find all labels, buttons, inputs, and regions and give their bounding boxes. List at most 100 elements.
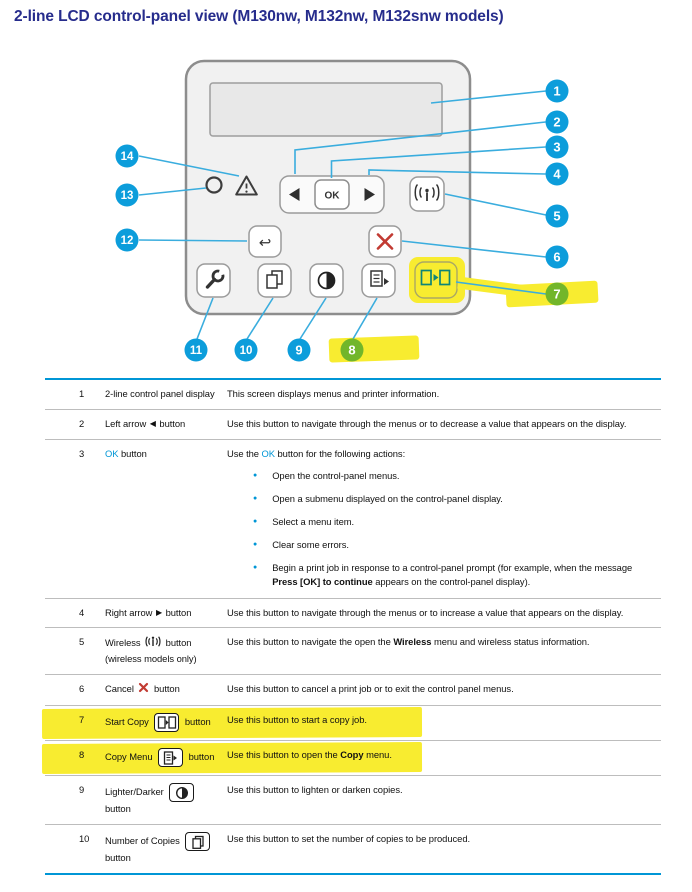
leader-line-2 (294, 121, 546, 174)
svg-text:9: 9 (295, 343, 302, 358)
leader-line-12 (138, 239, 248, 242)
bullet-icon: ● (253, 540, 258, 548)
table-row-4: 4 Right arrow ▶ button Use this button t… (45, 599, 661, 629)
ok-button-label: OK (325, 191, 341, 202)
control-panel: OK ↩ (184, 59, 472, 316)
cancel-x-icon (138, 682, 149, 697)
control-table: 1 2-line control panel display This scre… (45, 378, 661, 876)
control-name: Wireless button (wireless models only) (105, 636, 197, 665)
control-description: Use this button to lighten or darken cop… (227, 784, 403, 796)
back-icon: ↩ (259, 235, 272, 252)
svg-text:14: 14 (121, 151, 134, 163)
number-of-copies-icon (185, 832, 211, 852)
right-arrow-button (364, 188, 375, 201)
table-row-7: 7 Start Copy button Use this button to s… (45, 706, 661, 742)
row-number: 3 (79, 447, 85, 459)
svg-text:5: 5 (553, 209, 560, 224)
lighter-darker-button (309, 263, 344, 298)
lighter-darker-icon (169, 783, 195, 803)
svg-text:3: 3 (553, 140, 560, 155)
callout-12: 12 (115, 228, 139, 252)
callout-11: 11 (184, 338, 208, 362)
wireless-icon (414, 183, 440, 202)
bullet-icon: ● (253, 563, 258, 571)
leader-line-9 (299, 297, 327, 340)
stacked-pages-icon (266, 270, 283, 289)
control-description: Use this button to cancel a print job or… (227, 683, 514, 695)
control-name: Start Copy button (105, 713, 227, 733)
copy-menu-icon (370, 270, 389, 287)
svg-text:4: 4 (553, 167, 561, 182)
leader-line-8 (352, 297, 378, 340)
control-description: Use this button to navigate the open the… (227, 636, 590, 648)
copy-menu-button (361, 263, 396, 298)
table-row-9: 9 Lighter/Darker button Use this button … (45, 776, 661, 826)
number-of-copies-button (257, 263, 292, 298)
callout-5: 5 (545, 204, 569, 228)
control-description: Use this button to navigate through the … (227, 417, 627, 429)
row-number: 1 (79, 388, 85, 399)
control-description: Use this button to navigate through the … (227, 606, 624, 618)
bullet-item: ●Select a menu item. (253, 515, 355, 527)
start-copy-icon (420, 269, 451, 286)
table-row-1: 1 2-line control panel display This scre… (45, 380, 661, 410)
control-description: Use this button to start a copy job. (227, 714, 367, 726)
leader-lines (138, 90, 547, 340)
control-description: Use this button to set the number of cop… (227, 833, 471, 845)
row-number: 4 (79, 606, 85, 618)
control-description: This screen displays menus and printer i… (227, 388, 440, 399)
callout-8: 8 (340, 338, 364, 362)
callout-3: 3 (545, 135, 569, 159)
right-arrow-icon: ▶ (155, 607, 163, 617)
table-row-5: 5 Wireless button (wireless models only)… (45, 628, 661, 676)
row-number: 9 (79, 784, 85, 796)
bullet-list: ●Open the control-panel menus. ●Open a s… (227, 469, 659, 589)
callout-6: 6 (545, 245, 569, 269)
copy-menu-icon (158, 748, 184, 768)
svg-text:13: 13 (121, 190, 134, 202)
table-row-6: 6 Cancel button Use this button to cance… (45, 675, 661, 707)
table-row-8: 8 Copy Menu button Use this button to op… (45, 741, 661, 777)
leader-line-4 (368, 169, 546, 175)
leader-line-10 (246, 297, 274, 340)
leader-line-6 (401, 240, 547, 258)
control-description: Use the OK button for the following acti… (227, 447, 661, 590)
table-row-2: 2 Left arrow ◀ button Use this button to… (45, 410, 661, 440)
bullet-icon: ● (253, 494, 258, 502)
svg-text:12: 12 (121, 235, 134, 247)
row-number: 6 (79, 683, 85, 695)
control-name: Lighter/Darker button (105, 783, 227, 816)
bullet-icon: ● (253, 471, 258, 479)
bullet-item: ●Begin a print job in response to a cont… (253, 561, 633, 587)
setup-button (196, 263, 231, 298)
leader-line-14 (138, 155, 240, 177)
control-name: Cancel button (105, 682, 227, 697)
start-copy-button (409, 257, 465, 303)
control-name: OK button (105, 447, 147, 459)
row-number: 8 (79, 749, 85, 761)
control-description: Use this button to open the Copy menu. (227, 749, 392, 761)
control-name: Left arrow ◀ button (105, 417, 186, 429)
ready-light-icon (205, 176, 223, 194)
leader-line-13 (138, 187, 207, 196)
svg-text:2: 2 (553, 115, 560, 130)
table-row-10: 10 Number of Copies button Use this butt… (45, 825, 661, 873)
ok-button: OK (314, 179, 350, 210)
svg-text:7: 7 (553, 287, 560, 302)
callout-14: 14 (115, 144, 139, 168)
bullet-item: ●Open a submenu displayed on the control… (253, 492, 503, 504)
control-name: Right arrow ▶ button (105, 606, 192, 618)
table-row-3: 3 OK button Use the OK button for the fo… (45, 440, 661, 599)
callout-2: 2 (545, 110, 569, 134)
bullet-item: ●Clear some errors. (253, 538, 349, 550)
callout-13: 13 (115, 183, 139, 207)
page-title: 2-line LCD control-panel view (M130nw, M… (14, 8, 504, 25)
control-name: Copy Menu button (105, 748, 227, 768)
wireless-button (409, 176, 445, 212)
svg-text:10: 10 (240, 345, 253, 357)
row-number: 5 (79, 636, 85, 648)
description-intro: Use the OK button for the following acti… (227, 447, 406, 459)
callout-4: 4 (545, 162, 569, 186)
callout-10: 10 (234, 338, 258, 362)
control-panel-diagram: OK ↩ (115, 59, 599, 363)
